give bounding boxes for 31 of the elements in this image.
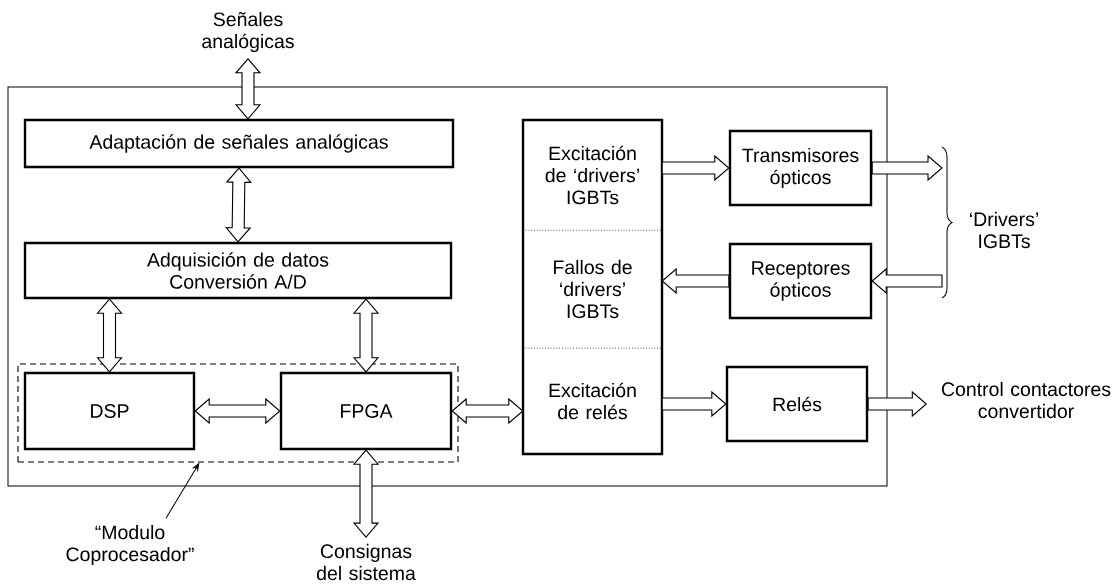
brace-label: ‘Drivers’ IGBTs — [970, 211, 1038, 249]
terminal-label: Control contactores convertidor — [941, 381, 1111, 419]
column-box — [521, 118, 664, 456]
leader-line — [165, 463, 200, 519]
column-cell: Excitación de relés — [549, 382, 636, 420]
process-box: Adquisición de datos Conversión A/D — [23, 241, 453, 300]
process-box: Adaptación de señales analógicas — [23, 118, 455, 169]
block-arrow — [871, 267, 943, 295]
column-cell: Excitación de ‘drivers’ IGBTs — [545, 145, 639, 205]
block-arrow — [352, 449, 380, 538]
callout-label: “Modulo Coprocesador” — [66, 524, 194, 566]
process-box: Relés — [725, 365, 869, 443]
block-arrow — [96, 298, 123, 373]
block-arrow — [451, 397, 524, 425]
process-box: Receptores ópticos — [728, 242, 873, 320]
terminal-label: Señales analógicas — [202, 11, 294, 53]
column-cell: Fallos de ‘drivers’ IGBTs — [554, 259, 632, 319]
process-box: DSP — [23, 371, 196, 451]
process-box: FPGA — [279, 371, 453, 451]
dashed-group-box — [17, 363, 459, 463]
block-arrow — [352, 298, 380, 373]
block-arrow — [661, 390, 727, 418]
block-arrow — [867, 390, 928, 418]
block-arrow — [194, 397, 281, 425]
block-arrow — [871, 154, 943, 182]
terminal-label: Consignas del sistema — [316, 543, 416, 581]
block-arrow — [661, 154, 730, 182]
process-box: Transmisores ópticos — [728, 129, 873, 207]
block-arrow — [661, 267, 730, 295]
outer-frame — [7, 86, 888, 487]
block-arrow — [225, 167, 252, 243]
